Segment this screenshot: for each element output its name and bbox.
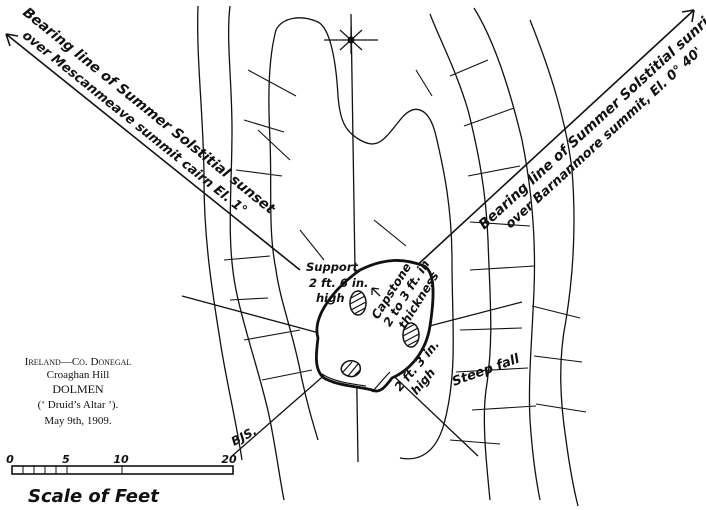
support-stone-east-hatch	[402, 323, 420, 347]
dolmen	[314, 259, 435, 393]
contour-middle	[227, 5, 492, 501]
caption-line3: DOLMEN	[52, 382, 104, 396]
support-stone-south	[340, 360, 362, 378]
capstone-outline	[314, 259, 435, 393]
scale-tick-20: 20	[221, 453, 237, 466]
scale-tick-10: 10	[113, 453, 129, 466]
caption-line1: Ireland—Co. Donegal	[25, 356, 132, 368]
scale-bar: 0 5 10 20 Scale of Feet	[6, 453, 237, 507]
caption-line5: May 9th, 1909.	[44, 415, 111, 427]
sunrise-label-line2: over Barnanmore summit, El. 0° 40'	[503, 45, 706, 232]
support-stone-south-hatch	[342, 361, 361, 377]
bearing-lines	[5, 9, 695, 271]
scale-title: Scale of Feet	[28, 486, 160, 507]
contour-outer	[197, 5, 541, 501]
support-north-label-line3: high	[316, 291, 345, 305]
sunrise-label-line1: Bearing line of Summer Solstitial sunris…	[476, 2, 706, 233]
scale-bar-minor-ticks	[22, 466, 123, 474]
support-north-label: Support 2 ft. 6 in. high	[306, 260, 368, 305]
sunrise-bearing-line	[411, 9, 695, 271]
contour-far-right	[529, 19, 579, 507]
sunset-arrow	[5, 33, 19, 47]
caption-line4: (‘ Druid’s Altar ’).	[38, 399, 119, 411]
sunset-label: Bearing line of Summer Solstitial sunset…	[19, 5, 279, 219]
capstone-pointer-arrow	[371, 287, 381, 297]
sunrise-label: Bearing line of Summer Solstitial sunris…	[476, 2, 706, 233]
capstone-shading	[321, 371, 391, 393]
sunset-label-line2: over Mescanmeave summit cairn El. 1°	[19, 28, 250, 218]
support-stone-north-hatch	[349, 291, 367, 315]
support-north-label-line1: Support	[306, 260, 359, 274]
compass-star-hub	[347, 36, 355, 44]
contour-inner	[268, 17, 454, 460]
sunrise-arrow	[681, 9, 695, 23]
contour-lines	[197, 5, 579, 507]
meridian	[324, 13, 378, 463]
support-north-label-line2: 2 ft. 6 in.	[309, 276, 368, 290]
hachures	[223, 59, 587, 445]
caption: Ireland—Co. Donegal Croaghan Hill DOLMEN…	[25, 356, 132, 427]
scale-tick-0: 0	[6, 453, 14, 466]
caption-line2: Croaghan Hill	[47, 369, 110, 381]
scale-tick-5: 5	[62, 453, 70, 466]
sunset-bearing-line	[5, 33, 301, 271]
steep-fall-label: Steep fall	[450, 351, 522, 389]
sunset-label-line1: Bearing line of Summer Solstitial sunset	[19, 5, 278, 219]
north-line	[350, 13, 359, 463]
